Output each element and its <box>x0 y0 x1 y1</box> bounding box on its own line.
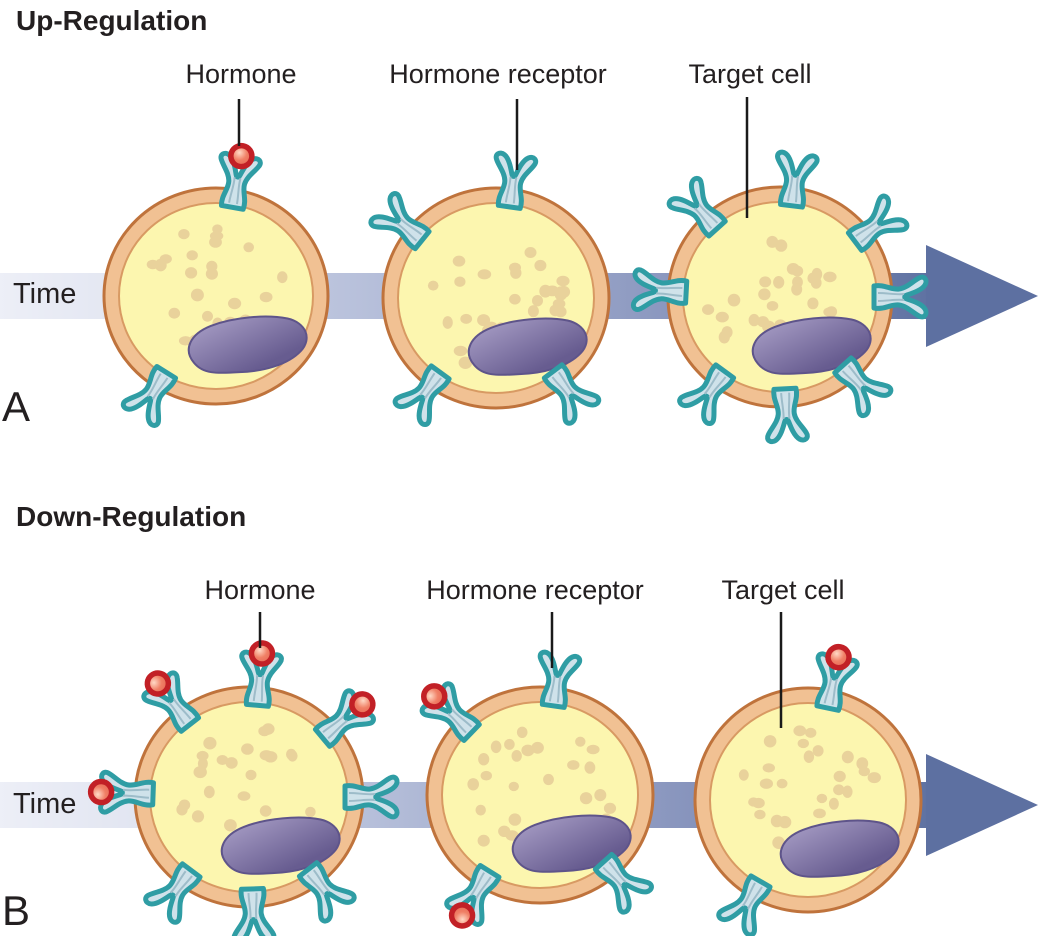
cell-nucleus <box>467 317 588 376</box>
label-target-cell-up: Target cell <box>688 59 812 89</box>
label-hormone-down: Hormone <box>204 575 316 605</box>
label-hormone-up: Hormone <box>185 59 297 89</box>
hormone-receptor <box>143 861 203 925</box>
hormone-receptor <box>814 643 860 713</box>
hormone-receptor <box>871 274 929 320</box>
hormone-molecule <box>228 142 255 170</box>
hormone-receptor <box>765 385 810 445</box>
hormone-receptor <box>120 364 179 428</box>
hormone-molecule <box>421 683 448 710</box>
hormone-receptor <box>419 681 482 743</box>
hormone-receptor <box>239 640 284 709</box>
label-target-cell-down: Target cell <box>721 575 845 605</box>
panel-down <box>0 640 1038 936</box>
hormone-receptor <box>312 688 376 749</box>
arrowhead-icon <box>926 245 1038 347</box>
hormone-receptor <box>592 852 654 915</box>
time-axis-label-down: Time <box>13 788 77 820</box>
hormone-receptor <box>87 769 156 815</box>
hormone-receptor <box>231 886 277 936</box>
target-cell <box>368 150 611 428</box>
label-hormone-receptor-up: Hormone receptor <box>389 59 607 89</box>
down-regulation-title: Down-Regulation <box>16 501 247 532</box>
hormone-receptor <box>716 873 773 936</box>
hormone-receptor <box>666 175 728 239</box>
panel-letter-b: B <box>2 887 31 934</box>
target-cell <box>87 640 400 936</box>
hormone-receptor <box>541 362 602 426</box>
target-cell <box>693 643 923 936</box>
hormone-receptor <box>141 670 202 734</box>
leader-lines <box>237 97 783 728</box>
hormone-receptor <box>630 267 690 312</box>
hormone-receptor <box>392 363 452 428</box>
arrowhead-icon <box>926 754 1038 856</box>
hormone-molecule <box>87 778 115 806</box>
cell-nucleus <box>187 315 308 374</box>
hormone-receptor <box>677 362 737 427</box>
panel-letter-a: A <box>2 383 31 430</box>
hormone-molecule <box>349 691 376 718</box>
hormone-molecule <box>825 643 852 671</box>
hormone-receptor <box>296 860 357 924</box>
hormone-receptor <box>845 193 910 253</box>
target-cell <box>102 142 330 428</box>
hormone-molecule <box>248 640 276 667</box>
time-axis-label-up: Time <box>13 278 77 310</box>
up-regulation-title: Up-Regulation <box>16 5 208 36</box>
cell-nucleus <box>751 316 872 375</box>
hormone-receptor <box>342 774 400 820</box>
hormone-receptor <box>775 149 820 210</box>
target-cell <box>630 149 929 445</box>
hormone-receptor <box>493 150 539 211</box>
hormone-receptor <box>537 649 583 710</box>
hormone-receptor <box>444 863 502 929</box>
target-cell <box>419 649 655 929</box>
panel-up <box>0 142 1038 445</box>
hormone-receptor <box>368 191 432 252</box>
cell-nucleus <box>779 819 900 878</box>
label-hormone-receptor-down: Hormone receptor <box>426 575 644 605</box>
hormone-receptor <box>832 355 894 419</box>
cell-nucleus <box>511 814 632 873</box>
hormone-receptor <box>218 142 263 212</box>
cell-nucleus <box>220 816 341 875</box>
hormone-molecule <box>448 902 476 929</box>
hormone-molecule <box>144 670 172 697</box>
